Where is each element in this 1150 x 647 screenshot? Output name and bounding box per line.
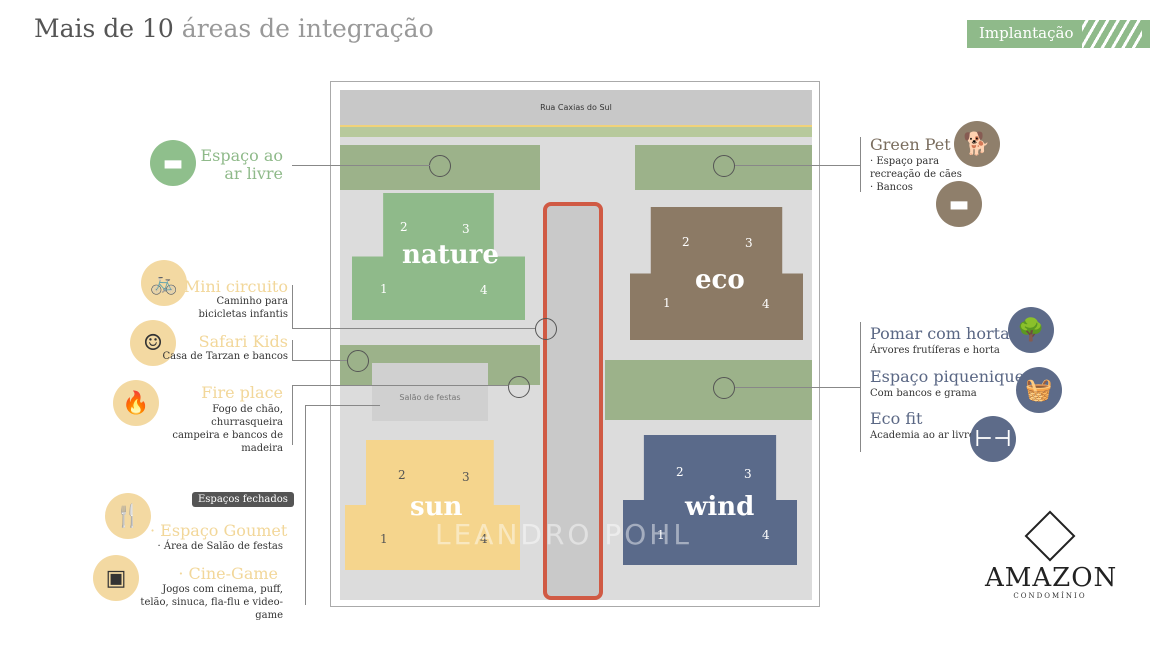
connector bbox=[292, 360, 347, 361]
street: Rua Caxias do Sul bbox=[340, 90, 812, 125]
cutlery-icon: 🍴 bbox=[105, 493, 151, 539]
connector bbox=[292, 165, 430, 166]
item-desc: · Espaço para recreação de cães bbox=[870, 156, 962, 180]
item-title: Fire place bbox=[201, 383, 283, 402]
item-desc: · Bancos bbox=[870, 182, 913, 193]
item-title: Eco fit bbox=[870, 409, 923, 428]
connector bbox=[735, 165, 860, 166]
connector bbox=[292, 285, 293, 328]
marker bbox=[713, 377, 735, 399]
unit-number: 4 bbox=[480, 532, 488, 546]
building-label: sun bbox=[410, 492, 463, 522]
connector bbox=[860, 322, 861, 452]
unit-number: 3 bbox=[745, 236, 753, 250]
item-title: Espaço piquenique bbox=[870, 367, 1025, 386]
building-eco bbox=[630, 207, 803, 340]
street-label: Rua Caxias do Sul bbox=[540, 103, 612, 112]
page-title: Mais de 10 áreas de integração bbox=[34, 14, 434, 43]
implantacao-badge: Implantação bbox=[967, 20, 1150, 48]
central-road bbox=[543, 202, 603, 600]
building-label: nature bbox=[402, 240, 499, 270]
logo-name: AMAZON bbox=[985, 563, 1118, 593]
amazon-logo: AMAZON CONDOMÍNIO bbox=[985, 510, 1118, 600]
unit-number: 1 bbox=[657, 528, 665, 542]
dumbbell-icon: ⊢⊣ bbox=[970, 416, 1016, 462]
party-hall: Salão de festas bbox=[372, 363, 488, 421]
bicycle-icon: 🚲 bbox=[141, 260, 187, 306]
unit-number: 4 bbox=[762, 528, 770, 542]
item-desc: Jogos com cinema, puff, telão, sinuca, f… bbox=[140, 584, 283, 621]
unit-number: 2 bbox=[682, 235, 690, 249]
unit-number: 1 bbox=[663, 296, 671, 310]
item-title: Espaço ao ar livre bbox=[200, 146, 283, 183]
stripes-decoration bbox=[1082, 20, 1142, 48]
watermark: LEANDRO POHL bbox=[435, 518, 692, 551]
item-desc: Casa de Tarzan e bancos bbox=[162, 351, 288, 362]
item-desc: Academia ao ar livre bbox=[870, 430, 975, 441]
item-title: · Cine-Game bbox=[178, 564, 278, 583]
unit-number: 3 bbox=[462, 222, 470, 236]
item-desc: Árvores frutíferas e horta bbox=[870, 345, 1000, 356]
site-map: Rua Caxias do Sul Salão de festas nature… bbox=[340, 90, 812, 600]
unit-number: 1 bbox=[380, 532, 388, 546]
marker bbox=[508, 376, 530, 398]
item-title: Green Pet bbox=[870, 135, 951, 154]
marker bbox=[347, 350, 369, 372]
tree-icon: 🌳 bbox=[1008, 307, 1054, 353]
hall-label: Salão de festas bbox=[399, 393, 461, 402]
logo-sub: CONDOMÍNIO bbox=[1013, 592, 1087, 600]
unit-number: 2 bbox=[676, 465, 684, 479]
item-desc: Com bancos e grama bbox=[870, 388, 977, 399]
connector bbox=[305, 405, 380, 406]
unit-number: 4 bbox=[762, 297, 770, 311]
bench-icon: ▬ bbox=[150, 140, 196, 186]
item-title: Safari Kids bbox=[198, 332, 288, 351]
item-title: Pomar com horta bbox=[870, 324, 1010, 343]
building-label: eco bbox=[695, 265, 745, 295]
connector bbox=[292, 328, 535, 329]
unit-number: 1 bbox=[380, 282, 388, 296]
connector bbox=[292, 340, 293, 360]
bench-icon: ▬ bbox=[936, 181, 982, 227]
picnic-basket-icon: 🧺 bbox=[1016, 367, 1062, 413]
item-title: Mini circuito bbox=[183, 277, 288, 296]
campfire-icon: 🔥 bbox=[113, 380, 159, 426]
marker bbox=[535, 318, 557, 340]
marker bbox=[713, 155, 735, 177]
connector bbox=[860, 137, 861, 192]
game-table-icon: ▣ bbox=[93, 555, 139, 601]
unit-number: 2 bbox=[400, 220, 408, 234]
connector bbox=[735, 387, 860, 388]
item-desc: · Área de Salão de festas bbox=[157, 541, 283, 552]
sidewalk bbox=[340, 125, 812, 137]
item-desc: Caminho para bicicletas infantis bbox=[198, 296, 289, 320]
badge-label: Implantação bbox=[979, 24, 1074, 42]
title-bold: Mais de 10 bbox=[34, 14, 174, 43]
unit-number: 3 bbox=[462, 470, 470, 484]
item-title: · Espaço Goumet bbox=[150, 521, 288, 540]
logo-mark-icon bbox=[1024, 510, 1076, 562]
unit-number: 2 bbox=[398, 468, 406, 482]
kids-icon: ☺ bbox=[130, 320, 176, 366]
unit-number: 4 bbox=[480, 283, 488, 297]
building-wind bbox=[623, 435, 797, 565]
dog-icon: 🐕 bbox=[954, 121, 1000, 167]
connector bbox=[292, 385, 293, 445]
item-desc: Fogo de chão, churrasqueira campeira e b… bbox=[172, 404, 283, 454]
connector bbox=[292, 385, 508, 386]
title-light: áreas de integração bbox=[181, 14, 434, 43]
closed-spaces-badge: Espaços fechados bbox=[192, 492, 294, 507]
unit-number: 3 bbox=[744, 467, 752, 481]
building-label: wind bbox=[685, 492, 755, 522]
grass bbox=[605, 360, 812, 420]
marker bbox=[429, 155, 451, 177]
building-sun bbox=[345, 440, 520, 570]
connector bbox=[305, 405, 306, 605]
